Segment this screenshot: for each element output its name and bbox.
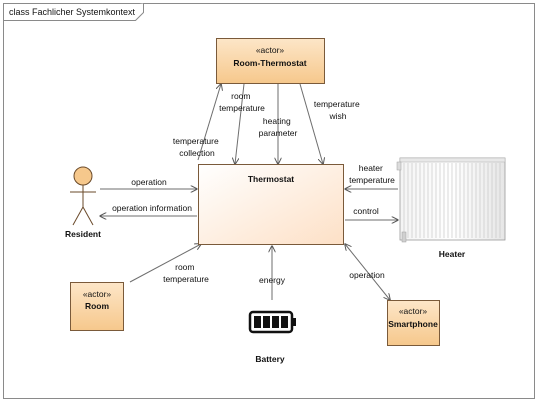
- label-operation-information: operation information: [112, 203, 192, 213]
- edge-operation-smartphone: [345, 244, 390, 300]
- battery-name: Battery: [255, 354, 285, 364]
- label-room-temperature-top-line2: temperature: [219, 103, 265, 113]
- label-heating-parameter: heating parameter: [259, 116, 298, 138]
- label-temperature-wish-line2: wish: [328, 111, 346, 121]
- label-room-temperature-top-line1: room: [231, 91, 250, 101]
- node-battery: Battery: [248, 310, 296, 364]
- edge-temperature-collection: [197, 84, 221, 161]
- node-room: «actor» Room: [70, 282, 124, 331]
- label-heater-temperature-line1: heater: [359, 163, 383, 173]
- frame-title: class Fachlicher Systemkontext: [9, 7, 136, 17]
- label-temperature-wish-line1: temperature: [314, 99, 360, 109]
- label-temperature-collection-line2: collection: [179, 148, 215, 158]
- node-heater: Heater: [396, 157, 506, 259]
- label-room-temperature-top: room temperature: [219, 91, 265, 113]
- battery-icon: [248, 310, 296, 334]
- node-resident: Resident: [65, 166, 101, 239]
- label-room-temperature-bottom: room temperature: [163, 262, 209, 284]
- room-thermostat-name: Room-Thermostat: [233, 58, 306, 68]
- node-smartphone: «actor» Smartphone: [387, 300, 440, 346]
- edge-labels: temperature collection room temperature …: [112, 91, 395, 285]
- label-temperature-collection-line1: temperature: [173, 136, 219, 146]
- edges: [100, 84, 398, 300]
- room-name: Room: [85, 301, 110, 311]
- edge-temperature-wish: [299, 83, 323, 164]
- label-heater-temperature: heater temperature: [349, 163, 395, 185]
- label-heating-parameter-line1: heating: [263, 116, 291, 126]
- stick-figure-icon: [70, 166, 96, 226]
- room-stereotype: «actor»: [83, 289, 112, 299]
- label-control: control: [353, 206, 379, 216]
- thermostat-name: Thermostat: [248, 174, 294, 184]
- node-thermostat: Thermostat: [198, 164, 344, 245]
- node-room-thermostat: «actor» Room-Thermostat: [216, 38, 325, 84]
- room-thermostat-stereotype: «actor»: [256, 45, 285, 55]
- edge-room-temperature-bottom: [129, 244, 201, 283]
- label-room-temperature-bottom-line1: room: [175, 262, 194, 272]
- diagram-frame: class Fachlicher Systemkontext: [3, 3, 535, 399]
- radiator-icon: [396, 157, 506, 243]
- label-heater-temperature-line2: temperature: [349, 175, 395, 185]
- label-temperature-collection: temperature collection: [173, 136, 221, 158]
- label-temperature-wish: temperature wish: [314, 99, 362, 121]
- label-room-temperature-bottom-line2: temperature: [163, 274, 209, 284]
- edge-room-temperature-top: [235, 83, 245, 164]
- smartphone-name: Smartphone: [388, 319, 438, 329]
- label-operation-smartphone: operation: [349, 270, 385, 280]
- label-energy: energy: [259, 275, 286, 285]
- label-operation-resident: operation: [131, 177, 167, 187]
- label-heating-parameter-line2: parameter: [259, 128, 298, 138]
- smartphone-stereotype: «actor»: [399, 306, 428, 316]
- heater-name: Heater: [439, 249, 466, 259]
- resident-name: Resident: [65, 229, 101, 239]
